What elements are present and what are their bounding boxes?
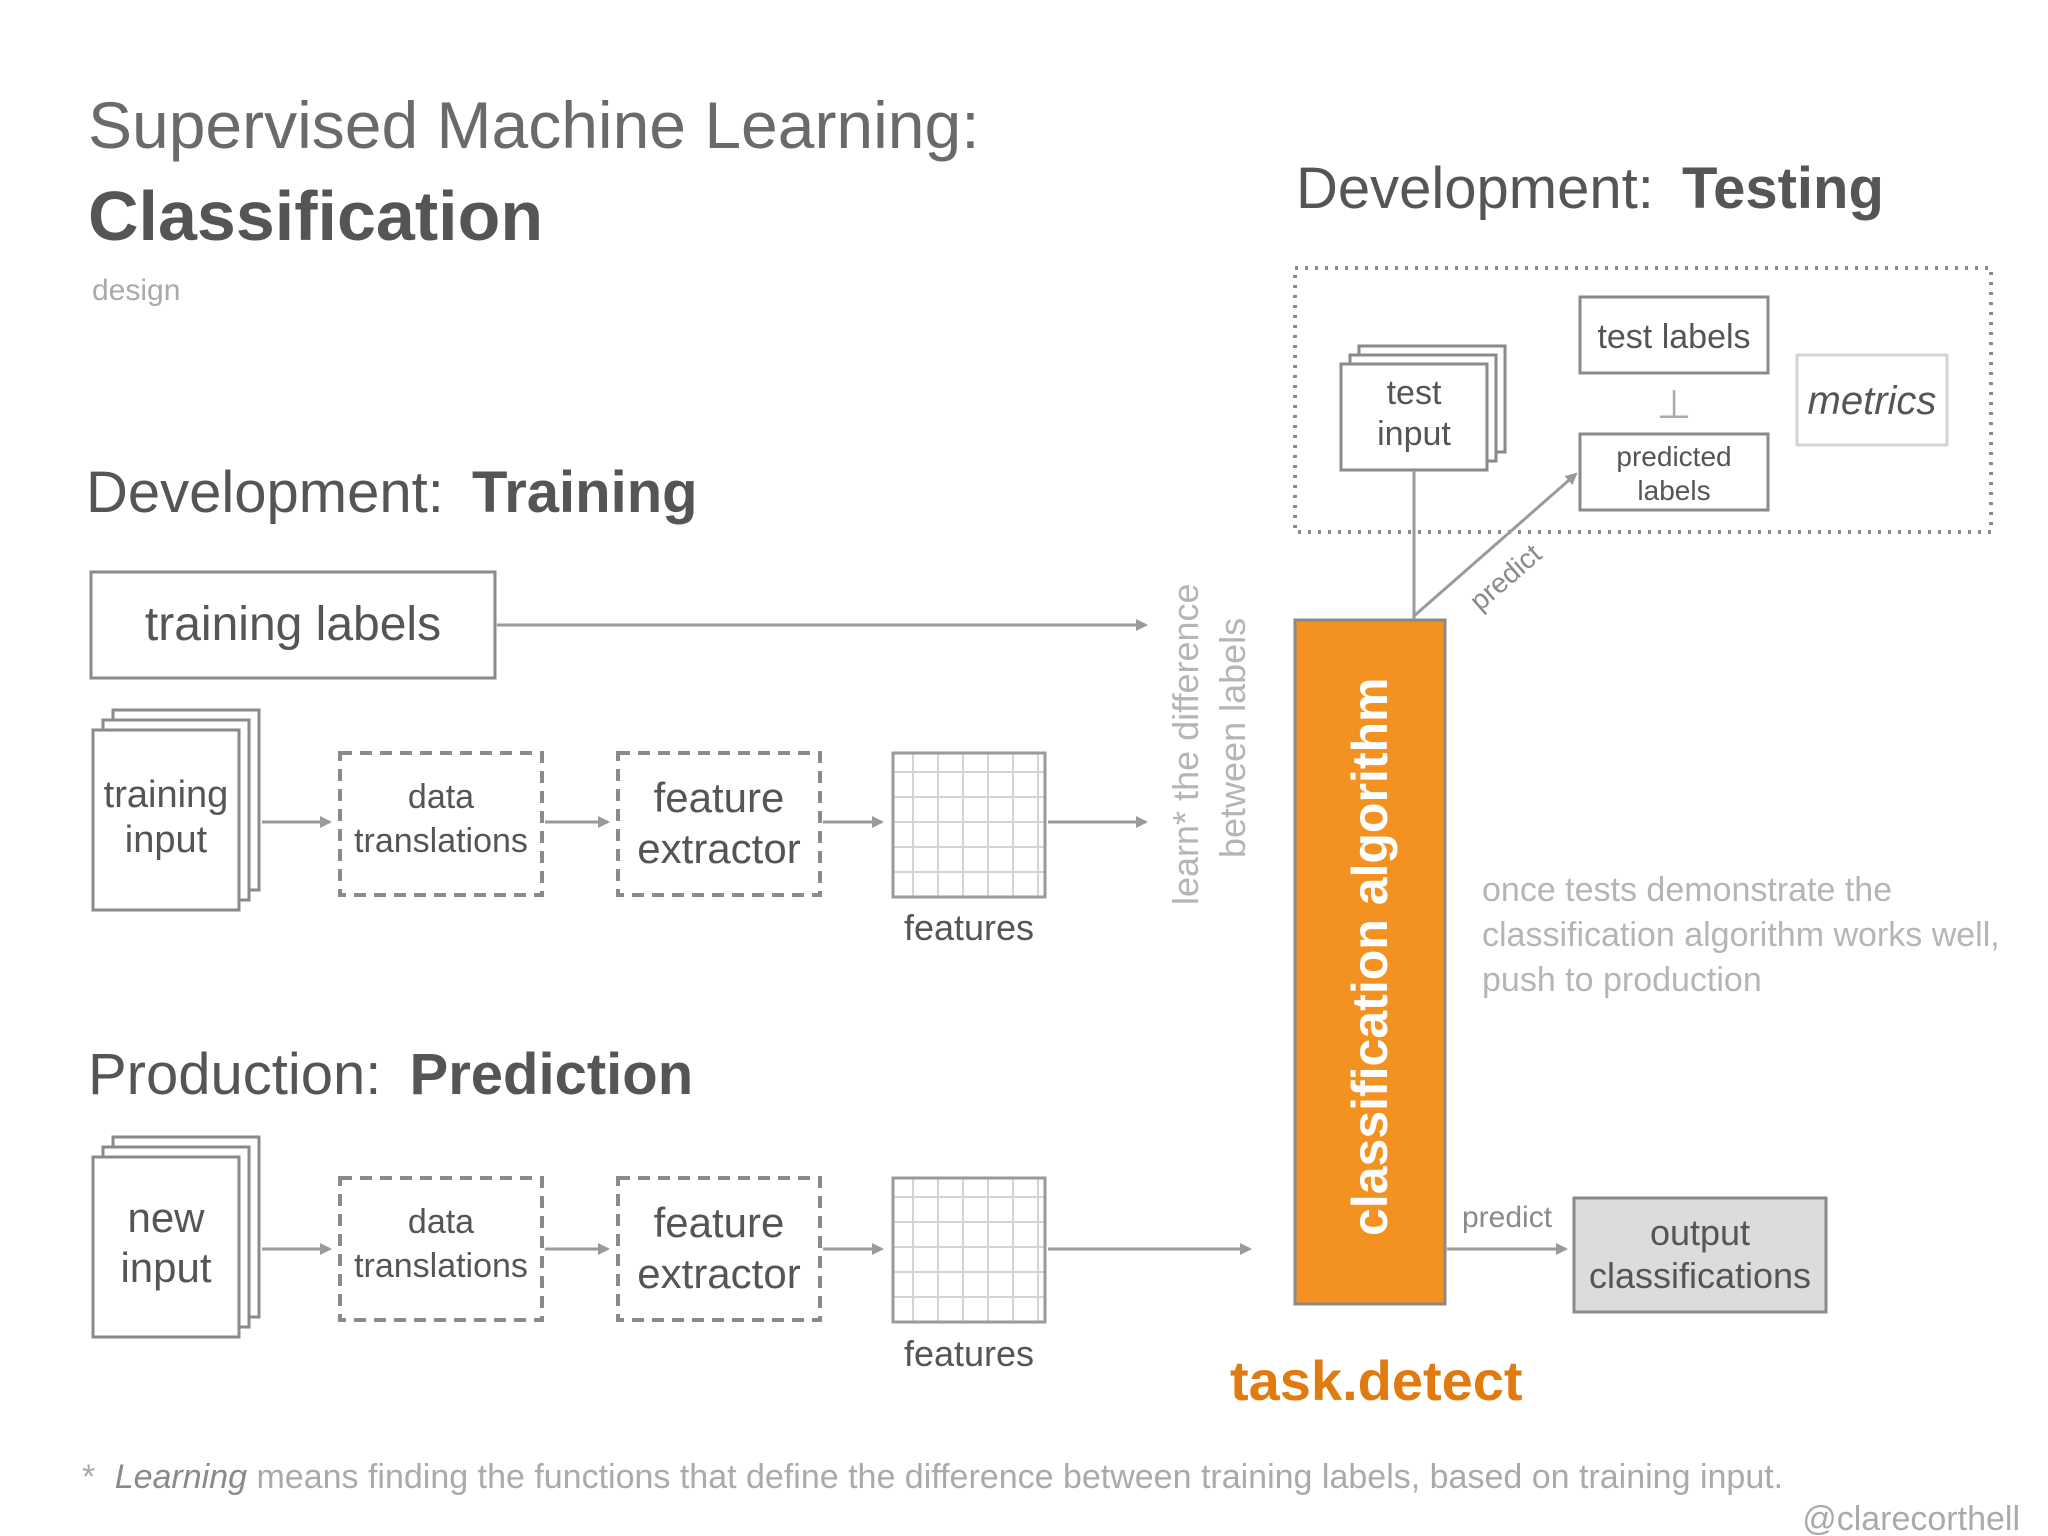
footnote: * Learning means finding the functions t… — [82, 1458, 1783, 1496]
prediction-features-grid — [891, 1176, 1047, 1324]
test-predict-label: predict — [1464, 538, 1548, 617]
title-line2: Classification — [88, 177, 543, 255]
prediction-data-translations: data translations — [338, 1176, 544, 1322]
training-translations-line1: data — [408, 778, 474, 816]
predicted-labels-line1: predicted — [1616, 441, 1731, 472]
prediction-translations-line2: translations — [354, 1247, 528, 1285]
predicted-labels-box: predicted labels — [1578, 432, 1770, 512]
learn-text-line1: learn* the difference — [1165, 583, 1206, 905]
note-line3: push to production — [1482, 961, 1762, 999]
prediction-translations-line1: data — [408, 1203, 474, 1241]
note-line2: classification algorithm works well, — [1482, 916, 2000, 954]
learn-text-line2: between labels — [1212, 618, 1253, 858]
metrics-text: metrics — [1808, 379, 1937, 423]
training-extractor-line2: extractor — [637, 825, 800, 872]
training-input-stack: training input — [91, 708, 261, 912]
training-heading: Development: Training — [86, 460, 698, 525]
title-subtitle: design — [92, 274, 180, 307]
prediction-extractor-line1: feature — [654, 1199, 785, 1246]
perp-symbol: ⊥ — [1657, 383, 1692, 427]
metrics-box: metrics — [1795, 353, 1949, 447]
footnote-rest: means finding the functions that define … — [256, 1458, 1783, 1496]
output-line1: output — [1650, 1212, 1750, 1253]
credit: @clarecorthell — [1802, 1500, 2020, 1536]
footnote-star: * — [82, 1458, 95, 1496]
predicted-labels-line2: labels — [1637, 475, 1710, 506]
training-heading-prefix: Development: — [86, 460, 444, 525]
new-input-line1: new — [127, 1194, 205, 1241]
training-features-grid — [891, 751, 1047, 899]
test-input-stack: test input — [1339, 344, 1507, 472]
training-input-line2: input — [125, 819, 208, 861]
testing-heading: Development: Testing — [1296, 156, 1884, 221]
training-input-line1: training — [104, 774, 229, 816]
training-extractor-line1: feature — [654, 774, 785, 821]
classification-algorithm-label: classification algorithm — [1342, 678, 1398, 1236]
prediction-heading-prefix: Production: — [88, 1042, 381, 1107]
test-input-line1: test — [1387, 374, 1442, 412]
training-feature-extractor: feature extractor — [616, 751, 822, 897]
prediction-predict-label: predict — [1462, 1201, 1553, 1234]
training-heading-bold: Training — [472, 460, 698, 525]
new-input-line2: input — [120, 1244, 211, 1291]
prediction-features-label: features — [904, 1333, 1034, 1374]
prediction-heading: Production: Prediction — [88, 1042, 693, 1107]
title-line1: Supervised Machine Learning: — [88, 88, 980, 162]
training-data-translations: data translations — [338, 751, 544, 897]
training-labels-text: training labels — [145, 598, 441, 651]
test-predict-arrow — [1413, 472, 1578, 618]
testing-heading-prefix: Development: — [1296, 156, 1654, 221]
prediction-extractor-line2: extractor — [637, 1250, 800, 1297]
output-line2: classifications — [1589, 1255, 1811, 1296]
output-classifications-box: output classifications — [1572, 1196, 1828, 1314]
test-labels-box: test labels — [1578, 295, 1770, 375]
prediction-heading-bold: Prediction — [410, 1042, 694, 1107]
note-line1: once tests demonstrate the — [1482, 871, 1892, 909]
footnote-emph: Learning — [115, 1458, 247, 1496]
training-features-label: features — [904, 907, 1034, 948]
new-input-stack: new input — [91, 1135, 261, 1339]
training-translations-line2: translations — [354, 822, 528, 860]
test-input-line2: input — [1377, 415, 1451, 453]
prediction-feature-extractor: feature extractor — [616, 1176, 822, 1322]
classification-algorithm-block: classification algorithm — [1293, 618, 1447, 1306]
test-labels-text: test labels — [1597, 318, 1750, 356]
brand-logo: task.detect — [1230, 1349, 1523, 1412]
training-labels-box: training labels — [89, 570, 497, 680]
testing-heading-bold: Testing — [1682, 156, 1884, 221]
